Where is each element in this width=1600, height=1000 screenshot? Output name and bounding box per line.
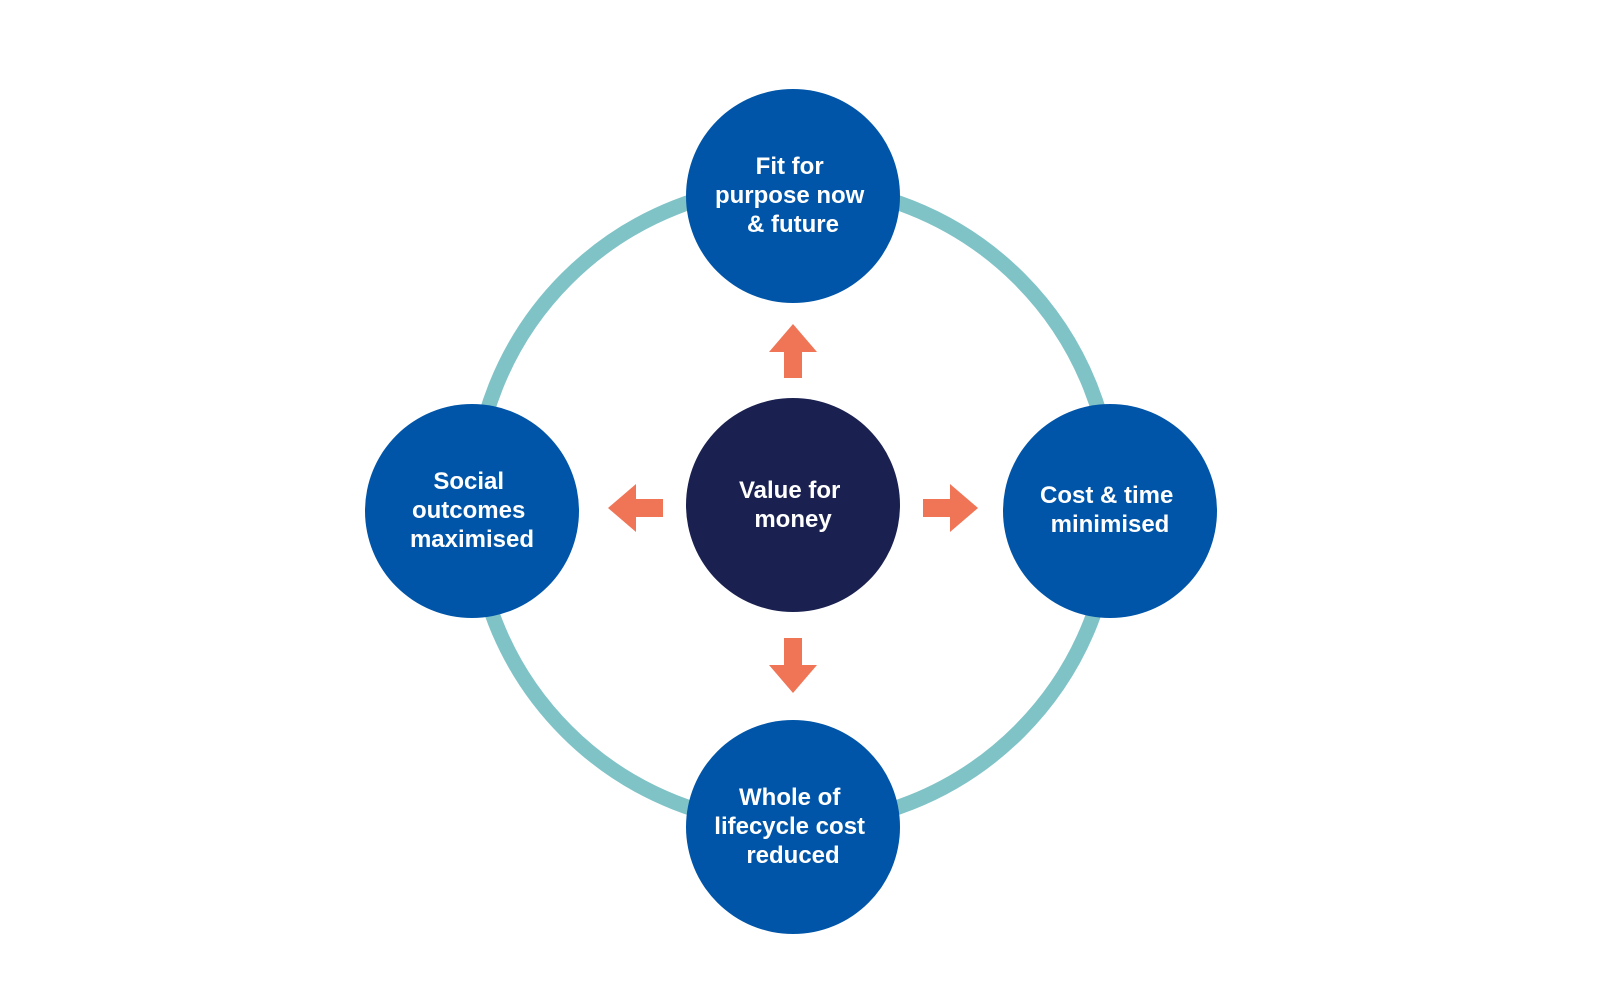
node-social-outcomes-line: outcomes xyxy=(412,497,525,524)
node-whole-of-lifecycle-line: lifecycle cost xyxy=(714,813,865,840)
node-cost-and-time-circle xyxy=(1003,404,1217,618)
node-fit-for-purpose-circle xyxy=(686,89,900,303)
center-node-line: money xyxy=(754,506,832,533)
node-fit-for-purpose-line: Fit for xyxy=(756,153,824,180)
arrow-left-icon xyxy=(608,484,663,532)
center-node: Value for money xyxy=(686,398,900,612)
node-social-outcomes-line: maximised xyxy=(410,526,534,553)
node-social-outcomes: Social outcomes maximised xyxy=(365,404,579,618)
node-whole-of-lifecycle-label: Whole of lifecycle cost reduced xyxy=(714,784,871,869)
node-fit-for-purpose-line: & future xyxy=(747,211,839,238)
node-cost-and-time-line: Cost & time xyxy=(1040,482,1173,509)
node-social-outcomes-line: Social xyxy=(433,468,504,495)
node-social-outcomes-label: Social outcomes maximised xyxy=(410,468,534,553)
center-node-line: Value for xyxy=(739,477,840,504)
arrow-down-icon xyxy=(769,638,817,693)
node-whole-of-lifecycle: Whole of lifecycle cost reduced xyxy=(686,720,900,934)
node-fit-for-purpose: Fit for purpose now & future xyxy=(686,89,900,303)
node-fit-for-purpose-label: Fit for purpose now & future xyxy=(715,153,871,238)
center-node-circle xyxy=(686,398,900,612)
center-node-label: Value for money xyxy=(739,477,847,533)
node-cost-and-time-line: minimised xyxy=(1051,511,1170,538)
node-fit-for-purpose-line: purpose now xyxy=(715,182,865,209)
node-whole-of-lifecycle-circle xyxy=(686,720,900,934)
node-social-outcomes-circle xyxy=(365,404,579,618)
arrow-right-icon xyxy=(923,484,978,532)
node-whole-of-lifecycle-line: Whole of xyxy=(739,784,841,811)
arrow-up-icon xyxy=(769,324,817,378)
node-whole-of-lifecycle-line: reduced xyxy=(746,842,839,869)
node-cost-and-time: Cost & time minimised xyxy=(1003,404,1217,618)
node-cost-and-time-label: Cost & time minimised xyxy=(1040,482,1180,538)
